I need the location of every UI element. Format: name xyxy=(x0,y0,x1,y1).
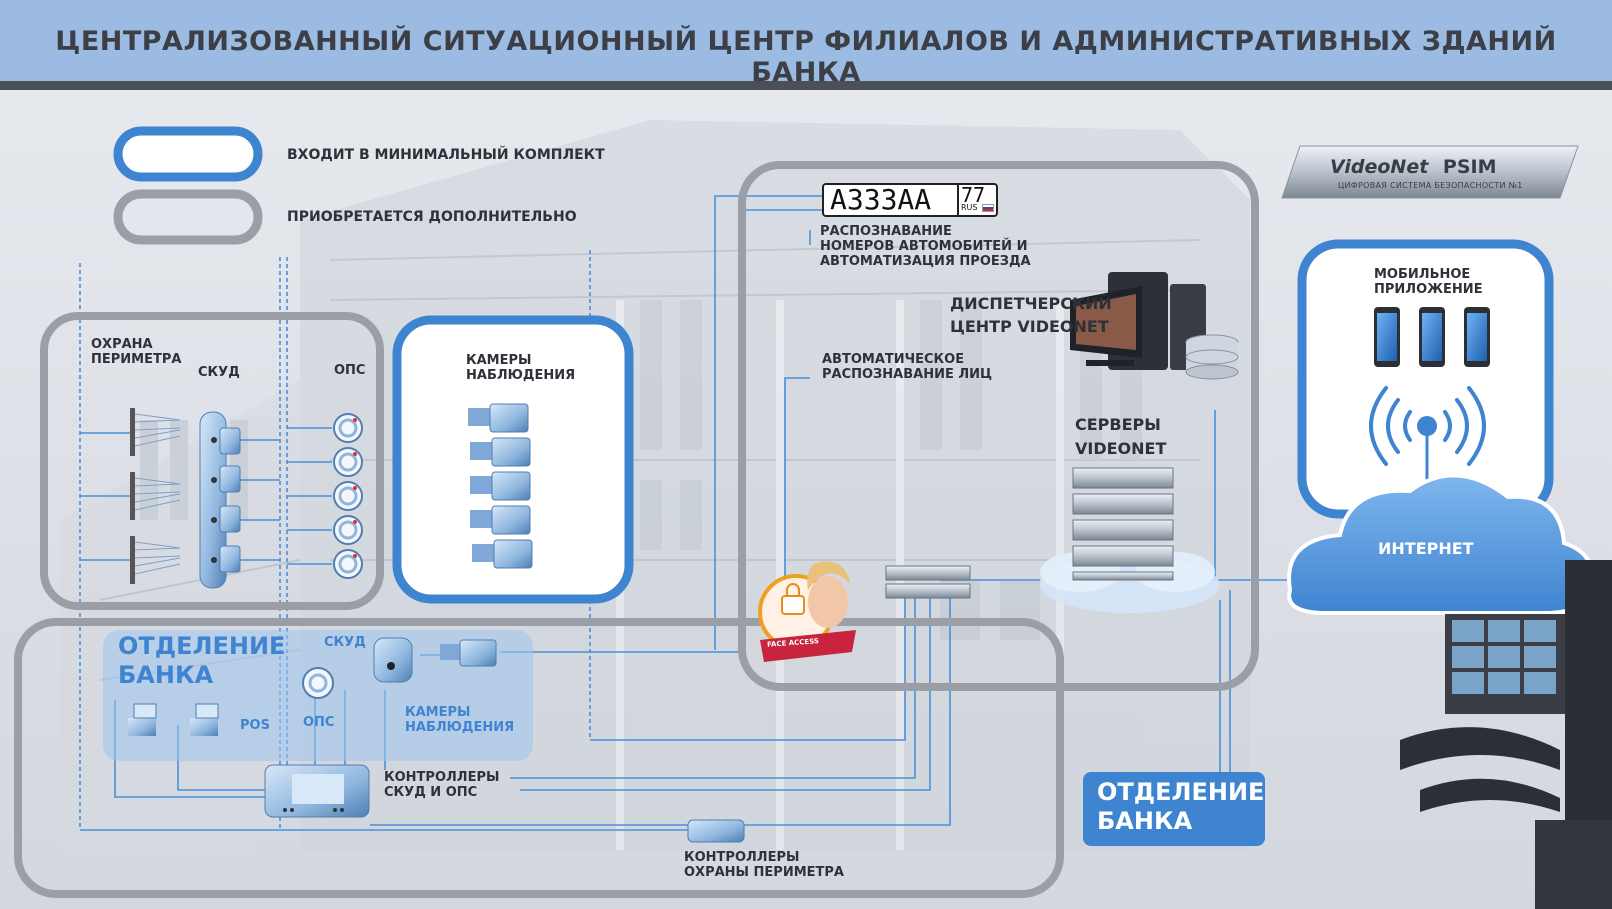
skud-ops-controllers-label: КОНТРОЛЛЕРЫ СКУД И ОПС xyxy=(384,770,500,800)
cameras xyxy=(468,403,533,569)
perimeter-controllers-label: КОНТРОЛЛЕРЫ ОХРАНЫ ПЕРИМЕТРА xyxy=(684,850,844,880)
plate-number: А333АА xyxy=(830,183,932,216)
dispatch-workstation xyxy=(1070,272,1239,380)
face-access-badge xyxy=(758,561,856,662)
branch-cameras-label: КАМЕРЫ НАБЛЮДЕНИЯ xyxy=(405,705,515,735)
skud-column-device xyxy=(199,411,241,589)
mobile-phones xyxy=(1374,307,1490,367)
skud-ops-controller xyxy=(264,764,370,818)
mobile-app-label: МОБИЛЬНОЕ ПРИЛОЖЕНИЕ xyxy=(1374,267,1483,297)
servers-label: СЕРВЕРЫ VIDEONET xyxy=(1075,415,1167,458)
network-switch xyxy=(885,565,971,599)
branch-ops-label: ОПС xyxy=(303,715,335,730)
legend-optional-swatch xyxy=(113,189,263,245)
dispatch-center-label: ДИСПЕТЧЕРСКИЙ ЦЕНТР VIDEONET xyxy=(950,294,1112,337)
cameras-label: КАМЕРЫ НАБЛЮДЕНИЯ xyxy=(466,353,576,383)
flag-icon xyxy=(982,204,994,212)
internet-label: ИНТЕРНЕТ xyxy=(1378,539,1474,558)
perimeter-controller xyxy=(687,819,745,843)
branch-badge: ОТДЕЛЕНИЕ БАНКА xyxy=(1083,772,1265,846)
perimeter-sensors xyxy=(130,408,181,584)
title-bar xyxy=(0,0,1612,90)
logo-tagline: ЦИФРОВАЯ СИСТЕМА БЕЗОПАСНОСТИ №1 xyxy=(1338,181,1523,190)
database-icon xyxy=(1185,334,1239,380)
logo: VideoNet PSIM xyxy=(1330,156,1497,178)
branch-inner-title: ОТДЕЛЕНИЕ БАНКА xyxy=(118,632,286,689)
page-title: ЦЕНТРАЛИЗОВАННЫЙ СИТУАЦИОННЫЙ ЦЕНТР ФИЛИ… xyxy=(55,26,1557,88)
branch-ops-detector xyxy=(302,667,334,699)
wifi-antenna-icon xyxy=(1369,386,1486,466)
perimeter-skud-ops-frame xyxy=(40,312,384,610)
server-rack xyxy=(1040,467,1220,613)
building-backdrop xyxy=(60,120,1250,850)
branch-skud-label: СКУД xyxy=(324,635,366,650)
branch-frame xyxy=(14,618,1064,898)
face-recognition-label: АВТОМАТИЧЕСКОЕ РАСПОЗНАВАНИЕ ЛИЦ xyxy=(822,352,993,382)
branch-camera xyxy=(440,639,497,667)
control-room-image xyxy=(1400,560,1612,909)
logo-plate xyxy=(1281,145,1579,199)
skud-label: СКУД xyxy=(198,365,240,380)
plate-region: 77 xyxy=(961,183,986,207)
internet-cloud xyxy=(1287,473,1595,615)
ops-detectors xyxy=(333,413,363,579)
pos-terminal-1 xyxy=(128,703,157,736)
logo-partner: PSIM xyxy=(1442,156,1497,178)
logo-brand: VideoNet xyxy=(1330,156,1429,178)
plate-country: RUS xyxy=(961,203,978,212)
license-plate: А333АА 77 RUS xyxy=(822,183,998,217)
center-frame xyxy=(738,161,1259,691)
pos-terminal-2 xyxy=(190,703,219,736)
branch-pos-label: POS xyxy=(240,718,270,733)
legend-optional-label: ПРИОБРЕТАЕТСЯ ДОПОЛНИТЕЛЬНО xyxy=(287,209,577,225)
branch-devices xyxy=(128,637,745,843)
legend-included-label: ВХОДИТ В МИНИМАЛЬНЫЙ КОМПЛЕКТ xyxy=(287,147,605,163)
legend-included-swatch xyxy=(113,126,263,182)
branch-dome-camera xyxy=(373,637,413,683)
ops-label: ОПС xyxy=(334,363,366,378)
perimeter-label: ОХРАНА ПЕРИМЕТРА xyxy=(91,337,182,367)
plate-recognition-label: РАСПОЗНАВАНИЕ НОМЕРОВ АВТОМОБИТЕЙ И АВТО… xyxy=(820,224,1031,269)
